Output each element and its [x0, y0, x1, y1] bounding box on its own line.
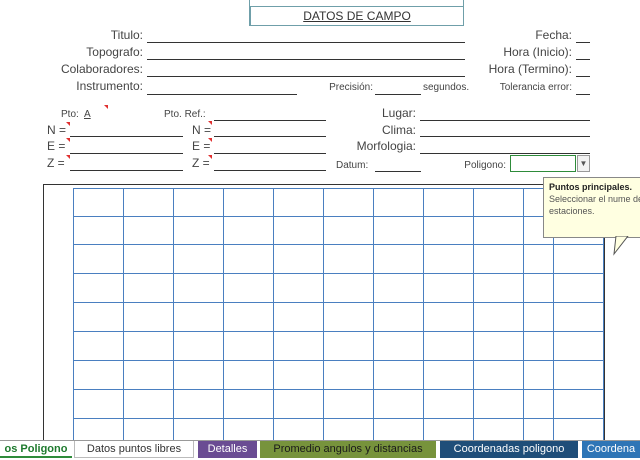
sheet-tab-bar: os Poligono Datos puntos libres Detalles…: [0, 440, 640, 460]
grid-line: [73, 244, 603, 245]
lugar-label: Lugar:: [381, 106, 416, 120]
comment-marker-icon: [66, 122, 70, 126]
tolerancia-field[interactable]: [576, 94, 590, 95]
tooltip-body: Seleccionar el nume de estaciones.: [549, 194, 640, 216]
poligono-dropdown[interactable]: [510, 155, 576, 172]
tab-promedio-angulos[interactable]: Promedio angulos y distancias: [260, 441, 436, 458]
comment-marker-icon: [208, 121, 212, 125]
grid-line: [73, 302, 603, 303]
clima-field[interactable]: [420, 136, 590, 137]
tab-coordenadas-poligono[interactable]: Coordenadas poligono: [440, 441, 578, 458]
e-label: E =: [47, 139, 66, 153]
comment-marker-icon: [66, 138, 70, 142]
grid-line: [323, 188, 324, 444]
grid-line: [423, 188, 424, 444]
pto-label: Pto:: [61, 109, 79, 120]
hora-inicio-label: Hora (Inicio):: [503, 45, 572, 59]
e-field[interactable]: [70, 153, 183, 154]
n-label: N =: [47, 123, 67, 137]
grid-line: [73, 360, 603, 361]
topografo-field[interactable]: [147, 59, 465, 60]
instrumento-field[interactable]: [147, 94, 297, 95]
grid-line: [73, 188, 603, 189]
n-ref-field[interactable]: [214, 136, 326, 137]
hora-termino-label: Hora (Termino):: [488, 62, 572, 76]
n-field[interactable]: [70, 136, 183, 137]
grid-line: [273, 188, 274, 444]
grid-line: [373, 188, 374, 444]
z-field[interactable]: [70, 170, 183, 171]
lugar-field[interactable]: [420, 120, 590, 121]
precision-field[interactable]: [375, 94, 421, 95]
pto-value[interactable]: A: [84, 109, 91, 120]
comment-marker-icon: [104, 105, 108, 109]
topografo-label: Topografo:: [86, 45, 143, 59]
comment-marker-icon: [208, 155, 212, 159]
page-title: DATOS DE CAMPO: [250, 6, 464, 26]
grid-line: [523, 188, 524, 444]
tooltip-pointer: [613, 236, 629, 256]
grid-line: [473, 188, 474, 444]
datum-field[interactable]: [375, 171, 421, 172]
pto-ref-label: Pto. Ref.:: [164, 109, 206, 120]
grid-line: [223, 188, 224, 444]
hora-termino-field[interactable]: [576, 76, 590, 77]
comment-marker-icon: [208, 138, 212, 142]
segundos-label: segundos.: [423, 82, 470, 93]
grid-line: [73, 389, 603, 390]
tab-detalles[interactable]: Detalles: [198, 441, 257, 458]
chevron-down-icon[interactable]: ▼: [577, 155, 590, 172]
grid-line: [73, 188, 74, 444]
fecha-field[interactable]: [576, 42, 590, 43]
poligono-label: Poligono:: [464, 160, 506, 171]
cell-border: [249, 0, 250, 26]
grid-line: [73, 216, 603, 217]
precision-label: Precisión:: [329, 82, 373, 93]
hora-inicio-field[interactable]: [576, 59, 590, 60]
colaboradores-field[interactable]: [147, 76, 465, 77]
pto-ref-field[interactable]: [214, 120, 326, 121]
tab-datos-poligono[interactable]: os Poligono: [0, 441, 72, 458]
tab-datos-puntos-libres[interactable]: Datos puntos libres: [74, 441, 194, 458]
comment-marker-icon: [66, 155, 70, 159]
tab-coordenadas[interactable]: Coordena: [582, 441, 640, 458]
comment-tooltip: Puntos principales. Seleccionar el nume …: [543, 177, 640, 238]
morfologia-label: Morfologia:: [356, 139, 416, 153]
z-ref-field[interactable]: [214, 170, 326, 171]
n-ref-label: N =: [192, 123, 212, 137]
grid-line: [173, 188, 174, 444]
grid-line: [603, 188, 604, 444]
tooltip-title: Puntos principales.: [549, 182, 633, 192]
e-ref-field[interactable]: [214, 153, 326, 154]
z-label: Z =: [47, 156, 65, 170]
datum-label: Datum:: [336, 160, 369, 171]
grid-line: [123, 188, 124, 444]
z-ref-label: Z =: [192, 156, 210, 170]
tolerancia-label: Tolerancia error:: [499, 82, 572, 93]
titulo-label: Titulo:: [110, 28, 143, 42]
grid-line: [73, 418, 603, 419]
grid-line: [553, 188, 554, 444]
morfologia-field[interactable]: [420, 153, 590, 154]
grid-line: [73, 273, 603, 274]
cell-border: [463, 0, 464, 26]
sketch-area: [43, 184, 605, 445]
e-ref-label: E =: [192, 139, 211, 153]
titulo-field[interactable]: [147, 42, 465, 43]
fecha-label: Fecha:: [535, 28, 572, 42]
instrumento-label: Instrumento:: [76, 79, 143, 93]
clima-label: Clima:: [381, 123, 416, 137]
colaboradores-label: Colaboradores:: [60, 62, 143, 76]
grid-line: [73, 331, 603, 332]
